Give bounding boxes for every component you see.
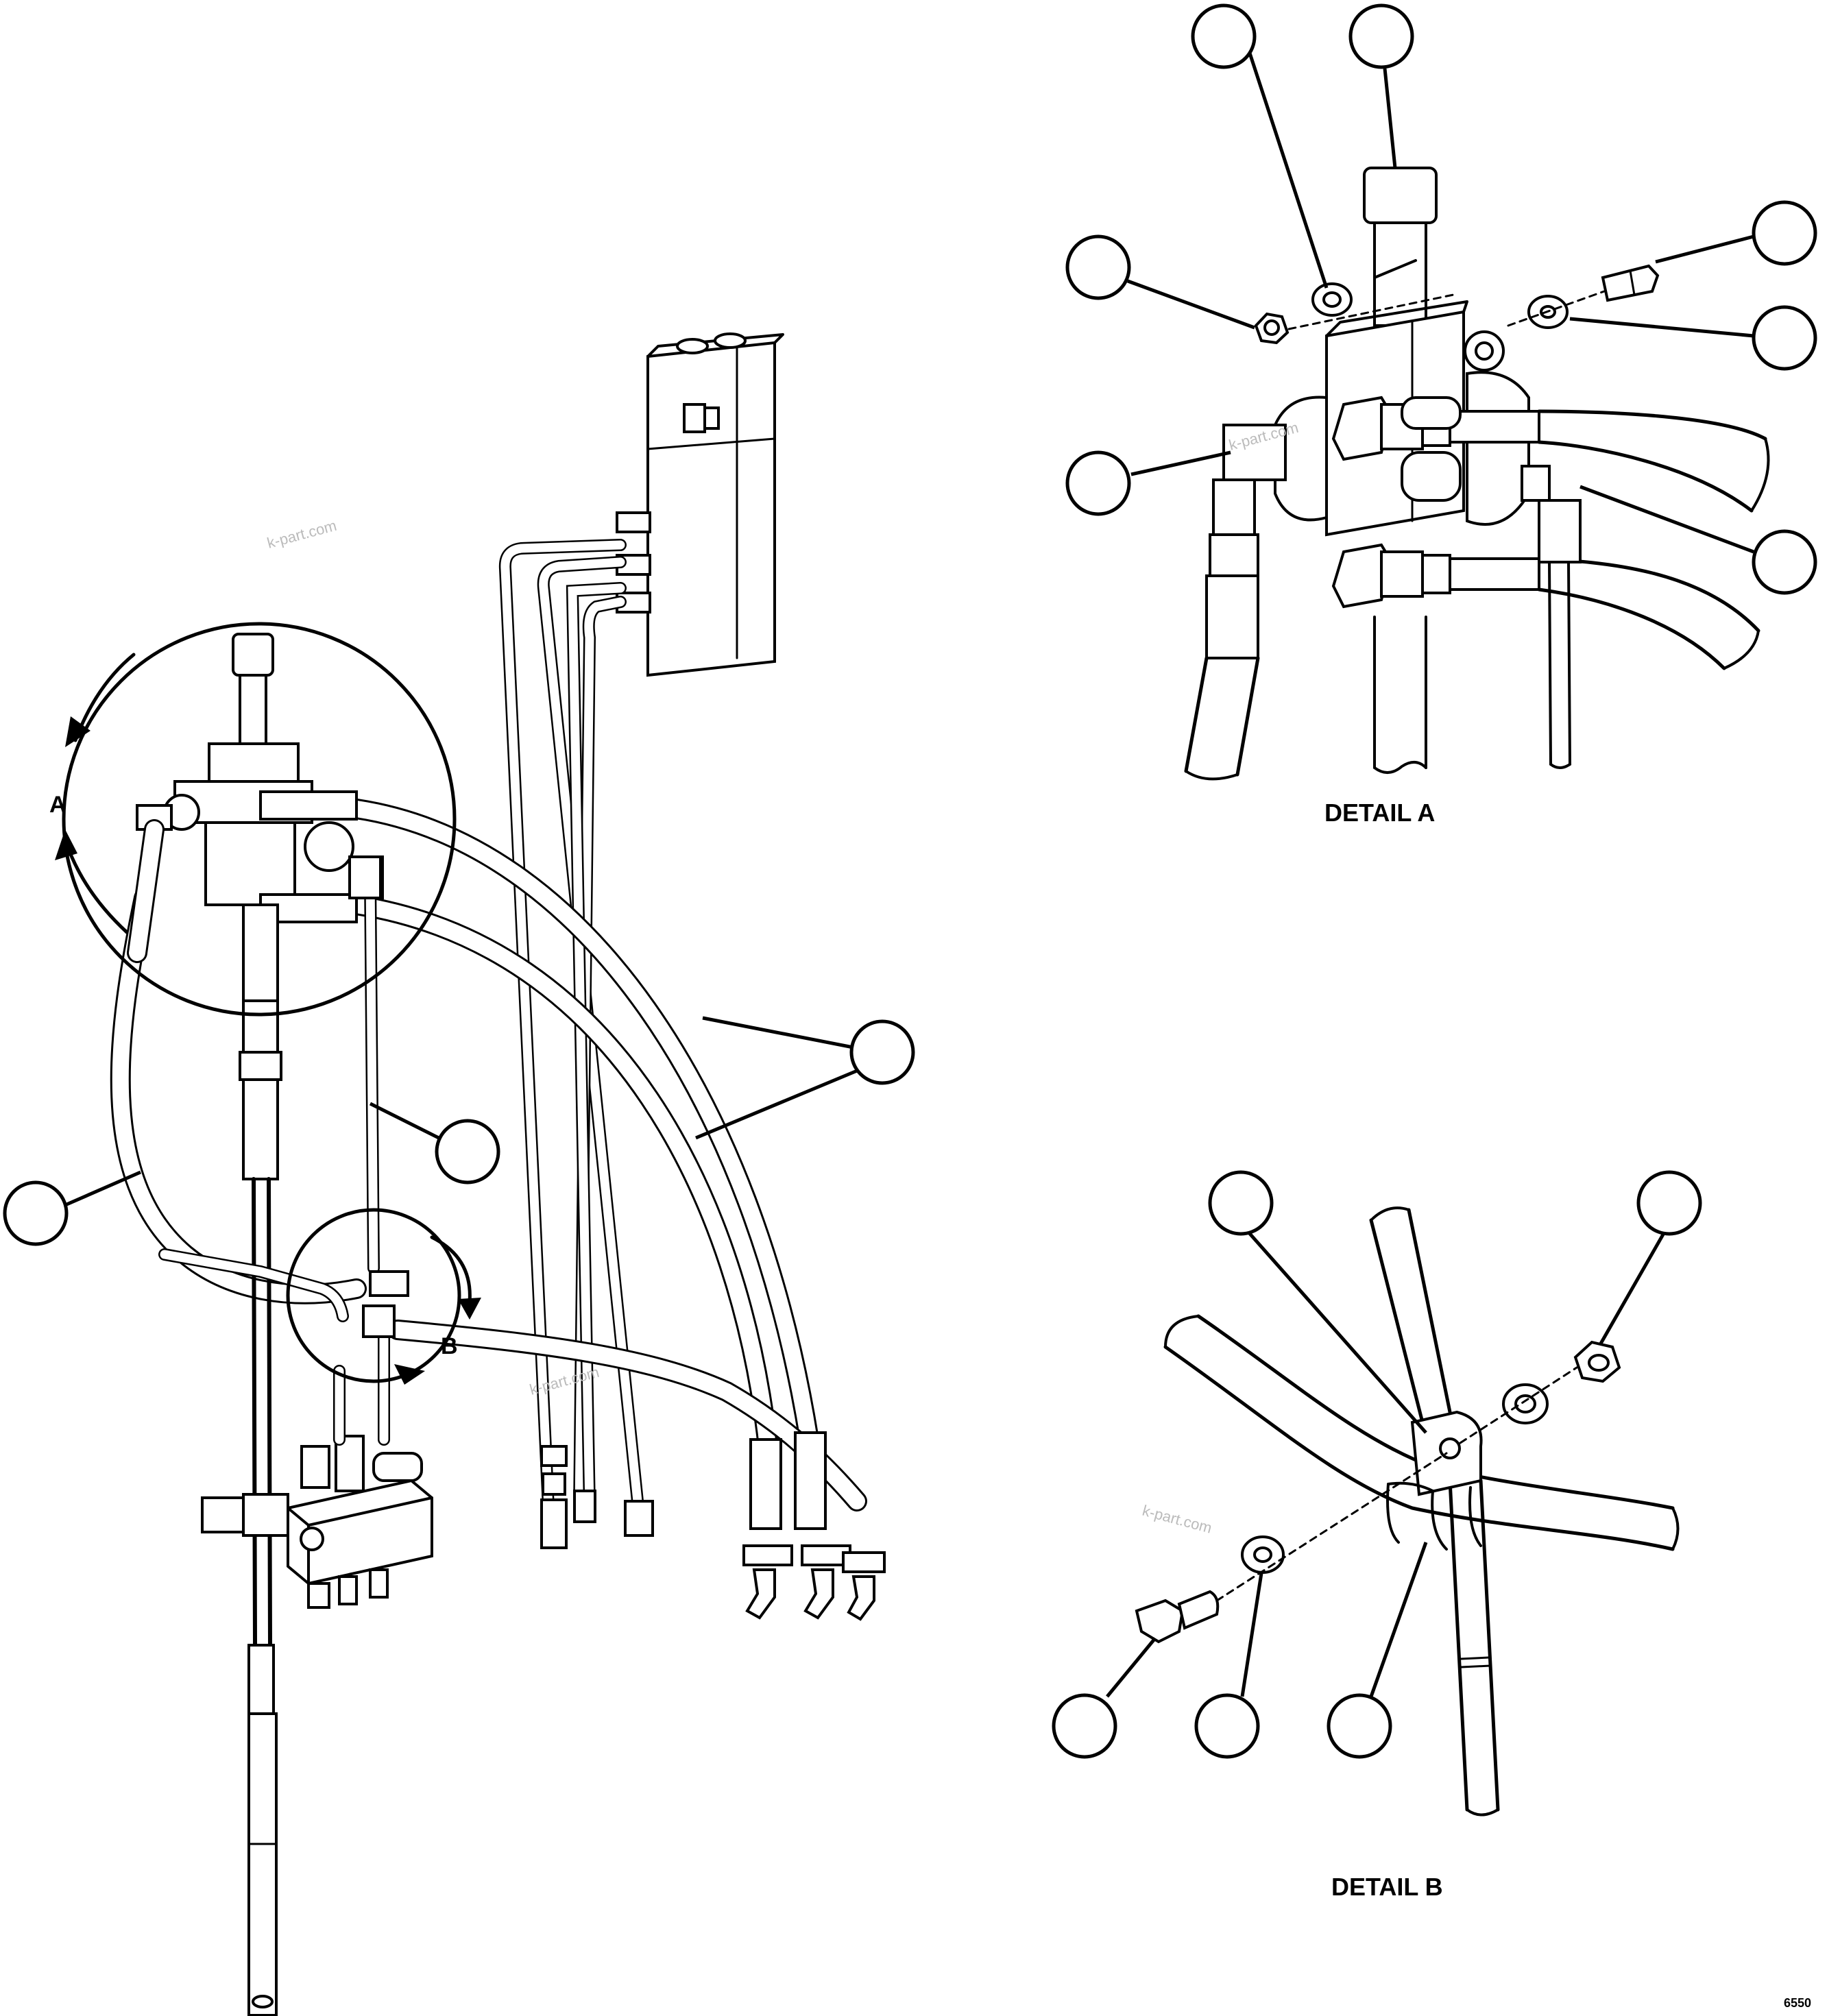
view-b-label: B bbox=[441, 1333, 458, 1359]
callout-balloon bbox=[1065, 234, 1131, 300]
view-a-label: A bbox=[49, 792, 66, 818]
callout-balloon bbox=[1052, 1693, 1117, 1759]
detail-b-title: DETAIL B bbox=[1331, 1873, 1443, 1901]
callout-balloon bbox=[849, 1019, 915, 1085]
callout-balloon bbox=[1752, 200, 1817, 266]
callout-balloon bbox=[1191, 3, 1257, 69]
detail-b-callout-circle: B bbox=[286, 1208, 481, 1385]
upper-valve-block bbox=[616, 332, 784, 677]
detail-a-callout-circle bbox=[62, 622, 457, 1017]
callout-balloon bbox=[1752, 305, 1817, 371]
main-assembly-view: A B bbox=[3, 332, 915, 2016]
main-view-balloons bbox=[3, 1016, 915, 1246]
detail-a-title: DETAIL A bbox=[1324, 799, 1435, 827]
detail-a-view: DETAIL A bbox=[1065, 3, 1817, 827]
detail-b-view: DETAIL B bbox=[1052, 1170, 1702, 1901]
callout-balloon bbox=[3, 1180, 69, 1246]
upper-block-tubes bbox=[498, 539, 654, 1549]
callout-balloon bbox=[1327, 1693, 1392, 1759]
watermark: k-part.com bbox=[1141, 1502, 1214, 1537]
long-hoses bbox=[110, 799, 886, 1621]
callout-balloon bbox=[1194, 1693, 1260, 1759]
callout-balloon bbox=[1752, 529, 1817, 595]
figure-number: 6550 bbox=[1784, 1996, 1811, 2010]
callout-balloon bbox=[435, 1119, 500, 1185]
lower-manifold bbox=[158, 1248, 433, 1609]
watermark: k-part.com bbox=[265, 517, 339, 552]
callout-balloon bbox=[1348, 3, 1414, 69]
view-a-indicator: A bbox=[49, 653, 136, 934]
callout-balloon bbox=[1065, 450, 1131, 516]
callout-balloon bbox=[1636, 1170, 1702, 1236]
callout-balloon bbox=[1208, 1170, 1274, 1236]
